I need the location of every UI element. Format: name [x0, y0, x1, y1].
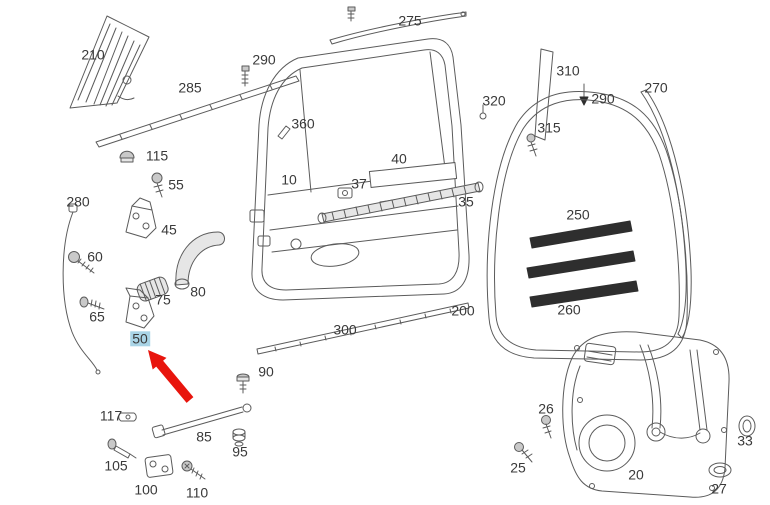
part-label-35[interactable]: 35	[458, 193, 474, 210]
part-label-37[interactable]: 37	[351, 175, 367, 192]
strip-40	[368, 162, 458, 188]
seal-insert-bars	[526, 220, 639, 308]
cap-115	[119, 150, 135, 163]
mirror-triangle-part	[69, 15, 150, 109]
door-seal-200	[486, 91, 688, 361]
arrow-290-icon	[579, 83, 589, 106]
bolt-55	[151, 172, 164, 198]
screw-26	[541, 415, 552, 439]
impact-bar-35	[317, 181, 484, 224]
part-label-290[interactable]: 290	[591, 90, 615, 107]
screw-25	[514, 442, 533, 463]
part-label-310[interactable]: 310	[556, 62, 580, 79]
part-label-25[interactable]: 25	[510, 459, 526, 476]
sill-strip-300	[256, 302, 470, 355]
part-label-95[interactable]: 95	[232, 443, 248, 460]
hinge-45	[125, 197, 157, 239]
part-label-50-selected[interactable]: 50	[130, 330, 150, 347]
part-label-275[interactable]: 275	[398, 12, 422, 29]
part-label-80[interactable]: 80	[190, 283, 206, 300]
pin-105	[107, 438, 137, 459]
grommet-95	[232, 428, 246, 447]
part-label-270[interactable]: 270	[644, 79, 668, 96]
check-arm-80	[174, 231, 225, 290]
check-strut-85	[151, 403, 252, 439]
part-label-360[interactable]: 360	[291, 115, 315, 132]
part-label-105[interactable]: 105	[104, 457, 128, 474]
part-label-300[interactable]: 300	[333, 321, 357, 338]
part-label-27[interactable]: 27	[711, 480, 727, 497]
part-label-200[interactable]: 200	[451, 302, 475, 319]
screw-110	[181, 460, 206, 480]
grommet-33	[738, 415, 756, 437]
part-label-115[interactable]: 115	[145, 147, 169, 164]
part-label-45[interactable]: 45	[161, 221, 177, 238]
part-label-20[interactable]: 20	[628, 466, 644, 483]
ring-27	[708, 462, 732, 478]
part-label-110[interactable]: 110	[185, 484, 209, 501]
part-label-117[interactable]: 117	[99, 407, 123, 424]
screw-65	[79, 296, 105, 310]
part-label-100[interactable]: 100	[134, 481, 158, 498]
hinge-50	[125, 287, 155, 329]
part-label-290[interactable]: 290	[252, 51, 276, 68]
part-label-55[interactable]: 55	[168, 176, 184, 193]
part-label-26[interactable]: 26	[538, 400, 554, 417]
roof-strip-275	[329, 11, 467, 45]
part-label-250[interactable]: 250	[566, 206, 590, 223]
door-module-20	[562, 331, 730, 498]
part-label-33[interactable]: 33	[737, 432, 753, 449]
part-label-280[interactable]: 280	[66, 193, 90, 210]
part-label-210[interactable]: 210	[81, 46, 105, 63]
part-label-40[interactable]: 40	[391, 150, 407, 167]
plate-100	[144, 454, 174, 478]
clip-117	[118, 412, 137, 422]
part-label-10[interactable]: 10	[281, 171, 297, 188]
screw-315	[526, 133, 538, 157]
part-label-260[interactable]: 260	[557, 301, 581, 318]
selection-arrow	[148, 350, 194, 403]
part-label-75[interactable]: 75	[155, 291, 171, 308]
screw-top-center	[347, 6, 356, 22]
part-label-90[interactable]: 90	[258, 363, 274, 380]
part-label-60[interactable]: 60	[87, 248, 103, 265]
moulding-strip-285	[95, 75, 300, 148]
bracket-37	[337, 187, 353, 199]
bolt-60	[68, 251, 95, 274]
clip-360	[277, 125, 291, 140]
part-label-315[interactable]: 315	[537, 119, 561, 136]
part-label-285[interactable]: 285	[178, 79, 202, 96]
cable-280	[62, 203, 101, 375]
pillar-strip-310	[534, 48, 554, 141]
part-label-65[interactable]: 65	[89, 308, 105, 325]
part-label-85[interactable]: 85	[196, 428, 212, 445]
part-label-320[interactable]: 320	[482, 92, 506, 109]
screw-290-left	[241, 65, 250, 87]
clip-320	[479, 104, 487, 120]
bolt-90	[236, 373, 250, 394]
